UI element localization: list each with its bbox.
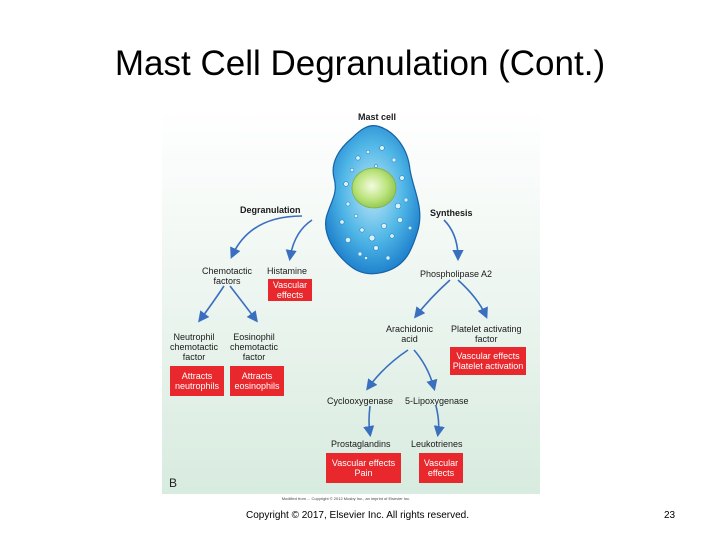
lipoxygenase-label: 5-Lipoxygenase <box>405 396 469 406</box>
mast-cell-nucleus <box>351 167 397 209</box>
phospholipase-label: Phospholipase A2 <box>420 269 493 279</box>
eosinophil-factor-label: Eosinophil chemotactic factor <box>230 332 279 362</box>
mast-cell-diagram: Mast cell Degranulation Synthesis Chemot… <box>162 108 540 494</box>
leukotriene-effect-box: Vascular effects <box>419 453 463 483</box>
neutrophil-factor-label: Neutrophil chemotactic factor <box>170 332 219 362</box>
diagram-graphics <box>198 125 488 438</box>
platelet-activating-factor-label: Platelet activating factor <box>451 324 522 344</box>
synthesis-label: Synthesis <box>430 208 473 218</box>
histamine-effect-box: Vascular effects <box>268 279 312 301</box>
cell-granules <box>339 145 413 261</box>
eosinophil-effect-box: Attracts eosinophils <box>230 366 284 396</box>
neutrophil-effect-box: Attracts neutrophils <box>170 366 224 396</box>
prostaglandin-effect-box: Vascular effects Pain <box>326 453 401 483</box>
arachidonic-acid-label: Arachidonic acid <box>386 324 434 344</box>
degranulation-label: Degranulation <box>240 205 301 215</box>
leukotrienes-label: Leukotrienes <box>411 439 463 449</box>
page-number: 23 <box>664 510 676 521</box>
figure-credit: Modified from ... Copyright © 2012 Mosby… <box>281 496 411 501</box>
figure-letter: B <box>169 476 178 490</box>
chemotactic-factors-label: Chemotactic factors <box>202 266 253 286</box>
slide-title: Mast Cell Degranulation (Cont.) <box>114 44 606 83</box>
cyclooxygenase-label: Cyclooxygenase <box>327 396 394 406</box>
paf-effect-box: Vascular effects Platelet activation <box>450 347 526 375</box>
histamine-label: Histamine <box>267 266 308 276</box>
copyright-notice: Copyright © 2017, Elsevier Inc. All righ… <box>246 510 470 521</box>
mast-cell-label: Mast cell <box>358 112 397 122</box>
prostaglandins-label: Prostaglandins <box>331 439 391 449</box>
